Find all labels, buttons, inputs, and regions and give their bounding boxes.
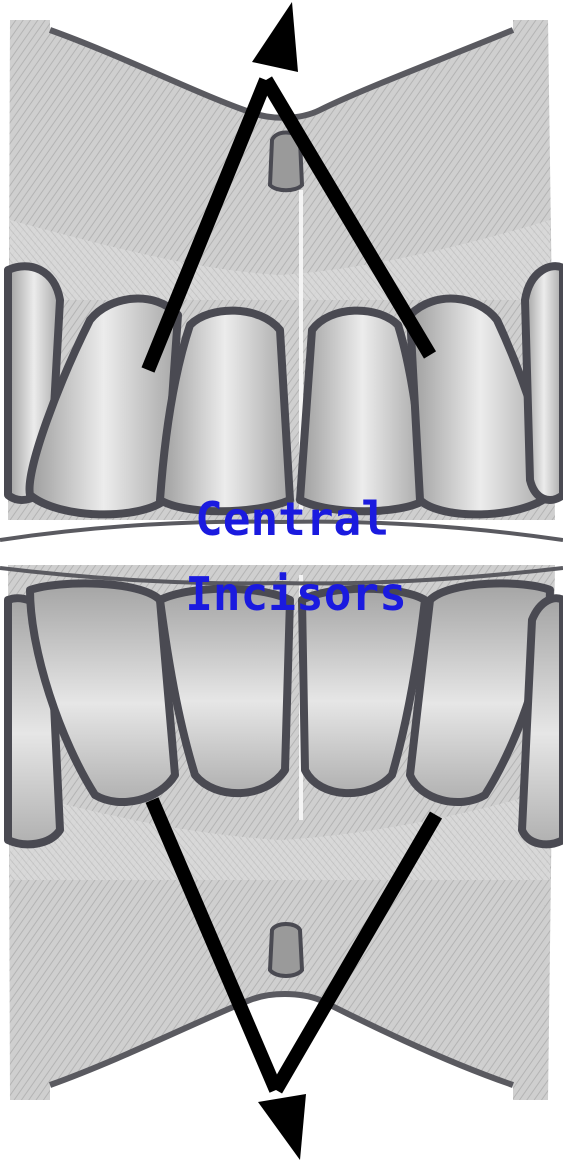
caption-line-1: Central <box>195 492 389 546</box>
lower-lateral-far-right <box>522 598 563 844</box>
upper-central-right <box>300 311 425 512</box>
upper-lateral-far-right <box>525 266 563 500</box>
lower-papilla <box>270 924 302 976</box>
caption-line-2: Incisors <box>185 567 407 621</box>
upper-jaw <box>0 0 563 520</box>
